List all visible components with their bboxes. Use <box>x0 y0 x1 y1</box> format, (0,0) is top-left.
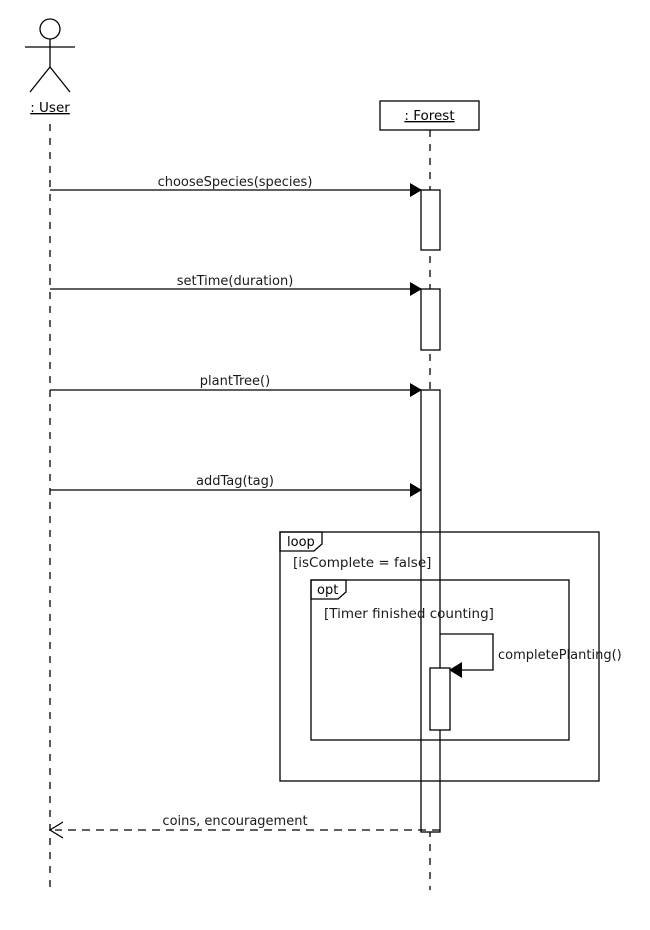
message-choose-species[interactable]: chooseSpecies(species) <box>50 175 422 197</box>
message-set-time[interactable]: setTime(duration) <box>50 274 422 296</box>
activation-bar-set-time <box>420 288 441 351</box>
fragment-guard-label-loop: [isComplete = false] <box>293 555 431 571</box>
message-return-coins[interactable]: coins, encouragement <box>48 814 440 839</box>
arrowhead-open-return-coins <box>48 821 64 839</box>
fragment-guard-label-opt: [Timer finished counting] <box>324 606 494 622</box>
actor-leg-left-icon <box>29 66 51 93</box>
arrowhead-filled-add-tag <box>410 483 422 497</box>
fragment-loop[interactable]: loop [isComplete = false] <box>279 531 600 782</box>
message-label-set-time: setTime(duration) <box>177 274 294 289</box>
message-label-complete-planting: completePlanting() <box>498 648 622 663</box>
arrowhead-filled-set-time <box>410 282 422 296</box>
message-label-return-coins: coins, encouragement <box>162 814 307 829</box>
message-label-add-tag: addTag(tag) <box>196 474 274 489</box>
fragment-box-loop <box>279 531 600 782</box>
message-plant-tree[interactable]: plantTree() <box>50 374 422 397</box>
arrowhead-filled-plant-tree <box>410 383 422 397</box>
fragment-opt[interactable]: opt [Timer finished counting] <box>310 579 570 741</box>
message-complete-planting[interactable]: completePlanting() <box>440 633 622 678</box>
fragment-box-opt <box>310 579 570 741</box>
fragment-tab-opt <box>310 579 347 600</box>
fragment-kind-label-loop: loop <box>287 535 315 550</box>
message-line-complete-planting <box>440 633 494 671</box>
message-label-plant-tree: plantTree() <box>200 374 270 389</box>
fragment-tab-loop <box>279 531 323 552</box>
participant-label-forest: : Forest <box>404 108 454 124</box>
arrowhead-filled-complete-planting <box>449 662 462 678</box>
fragment-kind-label-opt: opt <box>317 583 338 598</box>
participant-box-forest[interactable] <box>379 100 480 131</box>
actor-leg-right-icon <box>49 66 71 93</box>
participant-user[interactable]: : User <box>25 18 75 890</box>
message-add-tag[interactable]: addTag(tag) <box>50 474 422 497</box>
activation-bar-complete-planting <box>429 667 451 731</box>
message-label-choose-species: chooseSpecies(species) <box>158 175 313 190</box>
activation-bar-choose-species <box>420 189 441 251</box>
participant-label-user: : User <box>30 100 70 116</box>
actor-head-icon <box>39 18 61 40</box>
arrowhead-filled-choose-species <box>410 183 422 197</box>
